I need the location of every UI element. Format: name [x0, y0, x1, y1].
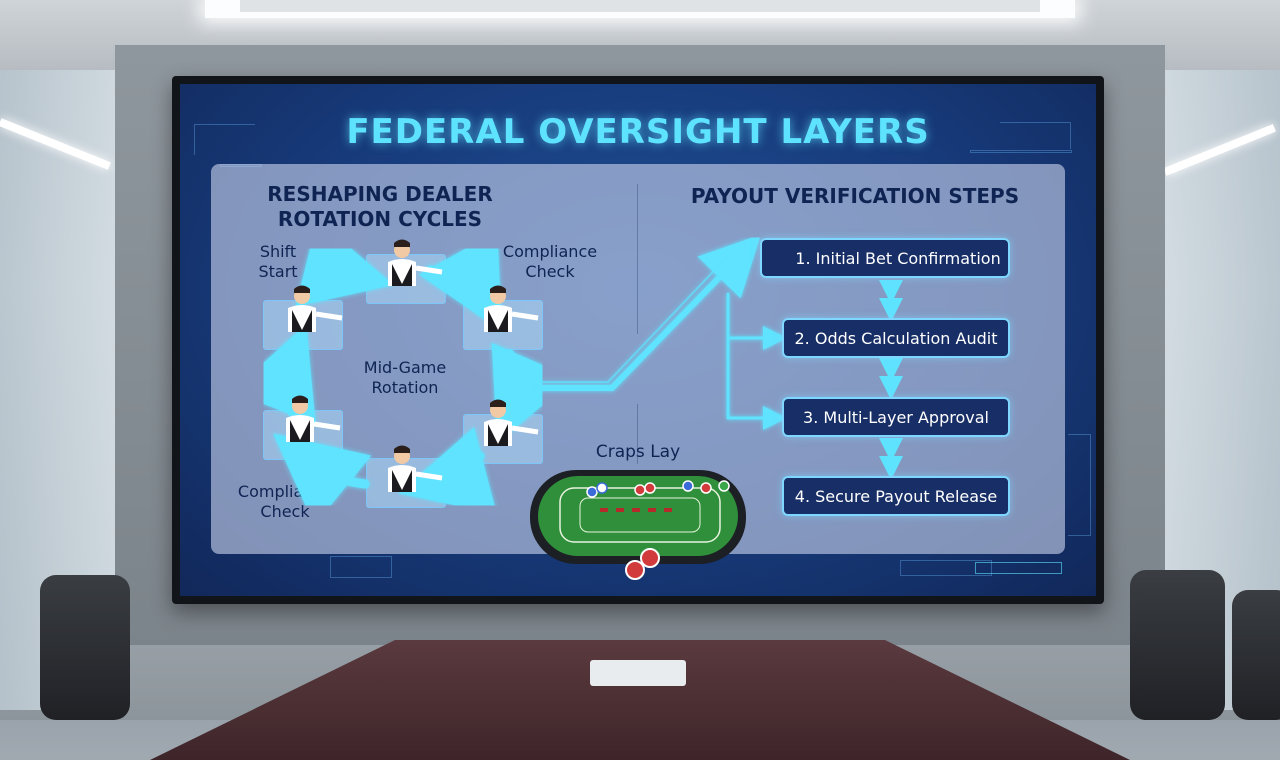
step-initial-bet-confirmation[interactable]: 1. Initial Bet Confirmation: [760, 238, 1010, 278]
conference-table: [150, 640, 1130, 760]
step-secure-payout-release[interactable]: 4. Secure Payout Release: [782, 476, 1010, 516]
table-conference-device: [590, 660, 686, 686]
arrow-bottom-to-left: [308, 462, 365, 484]
step-multi-layer-approval[interactable]: 3. Multi-Layer Approval: [782, 397, 1010, 437]
step-label: 1. Initial Bet Confirmation: [795, 249, 1000, 268]
dealer-icon: [484, 400, 538, 447]
step-label: 4. Secure Payout Release: [795, 487, 997, 506]
arrow-compliance-to-mid: [510, 354, 519, 402]
dealer-icon: [388, 446, 442, 493]
arrow-mid-to-bottom: [442, 456, 480, 482]
step-odds-calculation-audit[interactable]: 2. Odds Calculation Audit: [782, 318, 1010, 358]
step-label: 2. Odds Calculation Audit: [795, 329, 998, 348]
dealer-icon: [286, 396, 340, 443]
arrow-left-to-shift: [287, 366, 292, 412]
arrow-shift-to-top: [310, 273, 350, 292]
dealer-icon: [388, 240, 442, 287]
slide-screen: FEDERAL OVERSIGHT LAYERS RESHAPING DEALE…: [180, 84, 1096, 596]
chair-left: [40, 575, 130, 720]
chair-far-right: [1232, 590, 1280, 720]
craps-table: [530, 470, 746, 579]
ceiling-light-panel: [240, 0, 1040, 12]
step-label: 3. Multi-Layer Approval: [803, 408, 989, 427]
craps-table-label: Craps Lay: [580, 442, 696, 462]
dealer-icon: [484, 286, 538, 333]
connector-arrow: [540, 254, 775, 418]
chair-right: [1130, 570, 1225, 720]
